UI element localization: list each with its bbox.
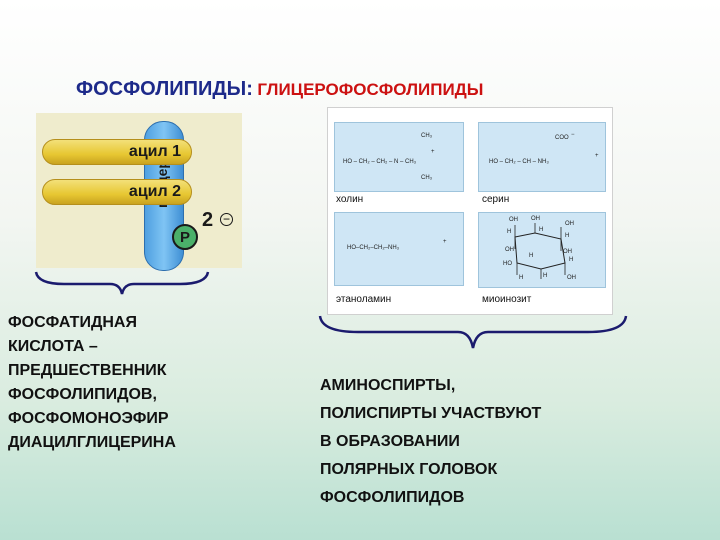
serine-carboxyl: COO xyxy=(555,135,569,141)
caption-line: ФОСФАТИДНАЯ xyxy=(8,314,137,331)
inositol-atom: HO xyxy=(503,261,512,267)
serine-plus: + xyxy=(595,153,599,159)
inositol-atom: H xyxy=(529,253,534,259)
inositol-atom: H xyxy=(507,229,512,235)
inositol-atom: H xyxy=(565,233,570,239)
acyl-1-label: ацил 1 xyxy=(128,143,181,160)
choline-cell: CH₃ + HO – CH₂ – CH₂ – N – CH₃ CH₃ xyxy=(334,122,464,192)
right-caption: АМИНОСПИРТЫ, ПОЛИСПИРТЫ УЧАСТВУЮТ В ОБРА… xyxy=(320,372,541,512)
caption-line: ПОЛЯРНЫХ ГОЛОВОК xyxy=(320,461,498,478)
caption-line: ФОСФОЛИПИДОВ xyxy=(320,489,465,506)
caption-line: ПОЛИСПИРТЫ УЧАСТВУЮТ xyxy=(320,405,542,422)
caption-line: ДИАЦИЛГЛИЦЕРИНА xyxy=(8,434,176,451)
caption-line: ФОСФОЛИПИДОВ, xyxy=(8,386,157,403)
phosphate-group: P xyxy=(172,224,198,250)
ethanolamine-formula: HO–CH₂–CH₂–NH₃ xyxy=(347,245,400,251)
inositol-atom: H xyxy=(539,227,544,233)
caption-line: КИСЛОТА – xyxy=(8,338,98,355)
inositol-atom: OH xyxy=(565,221,574,227)
inositol-atom: H xyxy=(519,275,524,281)
myoinositol-cell: OH OH H H OH H OH HO H H OH OH H H xyxy=(478,212,606,288)
page-title: ФОСФОЛИПИДЫ: ГЛИЦЕРОФОСФОЛИПИДЫ xyxy=(0,78,720,101)
serine-label: серин xyxy=(482,194,510,205)
inositol-atom: OH xyxy=(563,249,572,255)
acyl-2-chain: ацил 2 xyxy=(42,179,192,205)
caption-line: ПРЕДШЕСТВЕННИК xyxy=(8,362,167,379)
ethanolamine-label: этаноламин xyxy=(336,294,392,305)
right-brace xyxy=(318,315,628,349)
ethanolamine-plus: + xyxy=(443,239,447,245)
serine-formula: HO – CH₂ – CH – NH₃ xyxy=(489,159,549,165)
charge-value: 2 xyxy=(202,209,214,231)
phosphatidic-acid-figure: глицерин ацил 1 ацил 2 P 2 − xyxy=(36,113,242,271)
caption-line: В ОБРАЗОВАНИИ xyxy=(320,433,460,450)
ethanolamine-cell: HO–CH₂–CH₂–NH₃ + xyxy=(334,212,464,286)
left-brace xyxy=(34,271,210,295)
choline-top-methyl: CH₃ xyxy=(421,133,433,139)
inositol-atom: H xyxy=(569,257,574,263)
acyl-1-chain: ацил 1 xyxy=(42,139,192,165)
title-separator: : xyxy=(246,78,253,100)
inositol-ring-icon xyxy=(514,223,566,279)
choline-label: холин xyxy=(336,194,364,205)
title-sub: ГЛИЦЕРОФОСФОЛИПИДЫ xyxy=(257,80,484,99)
caption-line: АМИНОСПИРТЫ, xyxy=(320,377,456,394)
acyl-2-label: ацил 2 xyxy=(128,183,181,200)
serine-minus: − xyxy=(571,132,575,138)
inositol-atom: OH xyxy=(509,217,518,223)
caption-line: ФОСФОМОНОЭФИР xyxy=(8,410,169,427)
serine-cell: COO − HO – CH₂ – CH – NH₃ + xyxy=(478,122,606,192)
charge-sign: − xyxy=(220,213,233,226)
inositol-atom: H xyxy=(543,273,548,279)
head-groups-figure: CH₃ + HO – CH₂ – CH₂ – N – CH₃ CH₃ холин… xyxy=(327,107,613,315)
choline-bottom-methyl: CH₃ xyxy=(421,175,433,181)
phosphate-label: P xyxy=(179,228,190,246)
myoinositol-label: миоинозит xyxy=(482,294,532,305)
choline-plus: + xyxy=(431,149,435,155)
title-main: ФОСФОЛИПИДЫ xyxy=(76,78,247,100)
inositol-atom: OH xyxy=(567,275,576,281)
left-caption: ФОСФАТИДНАЯ КИСЛОТА – ПРЕДШЕСТВЕННИК ФОС… xyxy=(8,311,176,455)
choline-formula: HO – CH₂ – CH₂ – N – CH₃ xyxy=(343,159,417,165)
inositol-atom: OH xyxy=(531,216,540,222)
inositol-atom: OH xyxy=(505,247,514,253)
